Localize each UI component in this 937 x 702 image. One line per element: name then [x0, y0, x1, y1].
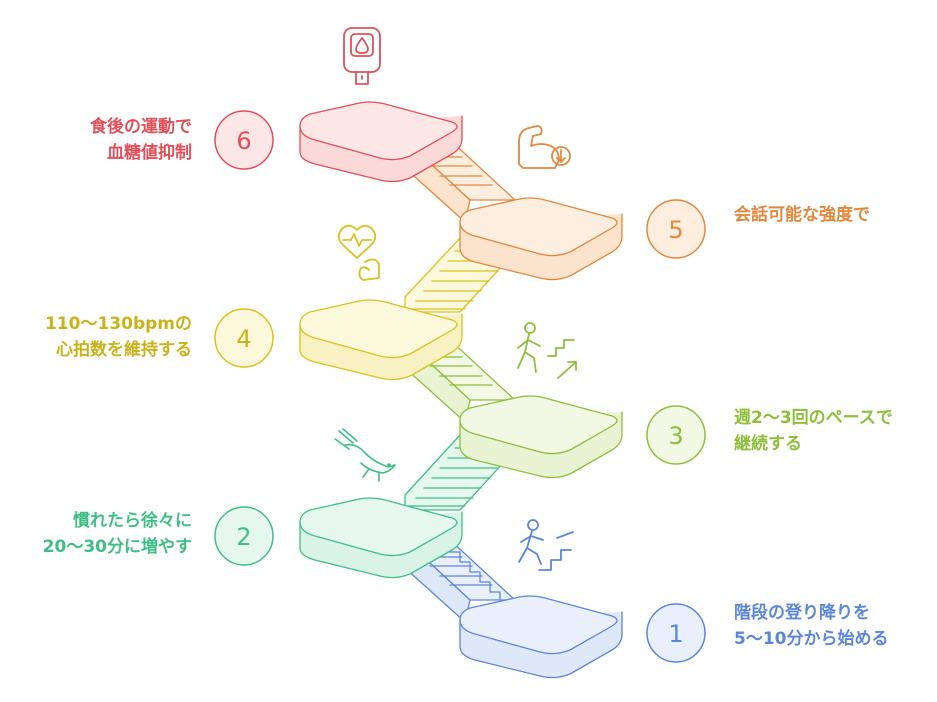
- step-label-1: 階段の登り降りを 5〜10分から始める: [734, 600, 889, 652]
- step-badge-6: 6: [214, 110, 274, 170]
- step-label-6-line1: 食後の運動で: [90, 117, 192, 137]
- step-label-4-line1: 110〜130bpmの: [44, 314, 192, 334]
- step-label-4-line2: 心拍数を維持する: [56, 340, 192, 360]
- step-label-4: 110〜130bpmの 心拍数を維持する: [45, 311, 192, 363]
- step-label-5: 会話可能な強度で: [734, 202, 870, 228]
- step-badge-3: 3: [646, 405, 706, 465]
- step-label-2-line1: 慣れたら徐々に: [73, 511, 192, 531]
- step-label-3-line1: 週2〜3回のペースで: [734, 408, 893, 428]
- step-number-5: 5: [668, 216, 683, 244]
- step-badge-2: 2: [214, 506, 274, 566]
- stair-climber-icon: [518, 519, 574, 571]
- walker-stairs-icon: [517, 322, 577, 379]
- step-number-3: 3: [668, 422, 683, 450]
- step-label-5-line1: 会話可能な強度で: [734, 205, 870, 225]
- running-bird-icon: [334, 428, 396, 482]
- step-number-1: 1: [668, 620, 683, 648]
- step-number-6: 6: [236, 127, 251, 155]
- step-label-3-line2: 継続する: [734, 434, 802, 454]
- heart-arm-icon: [337, 224, 380, 281]
- platform-4: [299, 299, 463, 381]
- flexed-arm-icon: [518, 125, 571, 169]
- step-badge-5: 5: [646, 199, 706, 259]
- step-badge-1: 1: [646, 603, 706, 663]
- step-number-4: 4: [236, 325, 251, 353]
- platform-1: [459, 595, 623, 679]
- step-label-1-line1: 階段の登り降りを: [734, 603, 870, 623]
- step-label-3: 週2〜3回のペースで 継続する: [734, 405, 893, 457]
- platform-2: [299, 497, 463, 579]
- step-label-6-line2: 血糖値抑制: [107, 143, 192, 163]
- step-label-6: 食後の運動で 血糖値抑制: [90, 114, 192, 166]
- glucose-meter-icon: [343, 27, 381, 85]
- platform-3: [459, 395, 623, 479]
- step-number-2: 2: [236, 523, 251, 551]
- platform-6: [299, 101, 463, 183]
- step-label-2: 慣れたら徐々に 20〜30分に増やす: [43, 508, 192, 560]
- step-label-1-line2: 5〜10分から始める: [734, 629, 889, 649]
- step-label-2-line2: 20〜30分に増やす: [42, 537, 192, 557]
- step-badge-4: 4: [214, 308, 274, 368]
- platform-5: [459, 197, 623, 281]
